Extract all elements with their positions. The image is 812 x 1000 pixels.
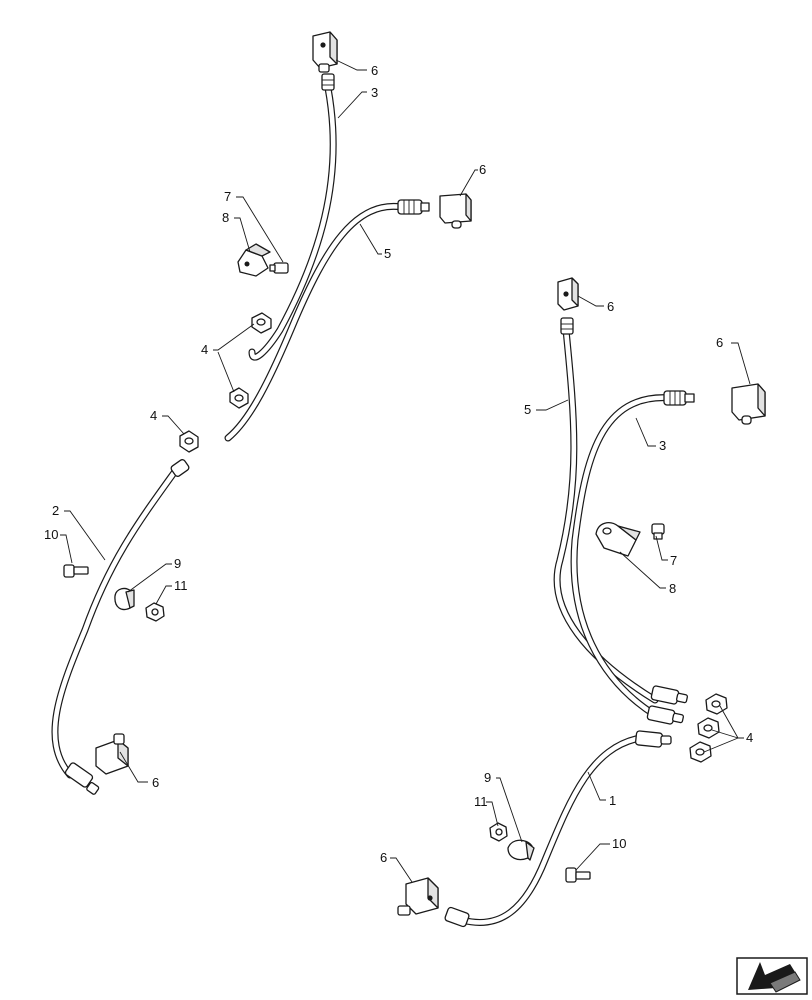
callout-right-11: 11	[474, 794, 488, 809]
callout-right-8: 8	[669, 581, 676, 596]
callout-right-5: 5	[524, 402, 531, 417]
callout-left-5: 5	[384, 246, 391, 261]
fitting-hose-1-right-end	[634, 730, 672, 748]
clamp-9-left	[114, 587, 135, 611]
nut-4-right-b	[697, 717, 720, 739]
nut-4-right-c	[689, 741, 712, 763]
callout-right-10: 10	[612, 836, 626, 851]
fitting-hose-3-right-bottom	[646, 705, 685, 725]
hose-2-left	[51, 466, 180, 779]
fitting-hose-2-bottom	[64, 762, 100, 795]
bolt-7-right	[651, 523, 665, 540]
callout-right-6-right: 6	[716, 335, 723, 350]
callout-left-2: 2	[52, 503, 59, 518]
callout-left-4-lower: 4	[150, 408, 157, 423]
right-assembly	[397, 277, 766, 928]
callout-right-1: 1	[609, 793, 616, 808]
nut-4-right-a	[705, 693, 728, 715]
nut-11-left	[145, 602, 165, 622]
clamp-9-right	[507, 839, 535, 861]
bolt-10-left	[63, 564, 89, 578]
hose-1-right	[458, 734, 644, 926]
callout-left-11: 11	[174, 578, 188, 593]
bolt-10-right	[565, 867, 591, 883]
callout-left-3-top: 3	[371, 85, 378, 100]
callout-left-4-upper: 4	[201, 342, 208, 357]
connector-block-6-top-right	[557, 277, 579, 311]
callout-left-8: 8	[222, 210, 229, 225]
callout-right-7: 7	[670, 553, 677, 568]
connector-block-6-right	[439, 193, 472, 229]
bolt-7-left	[269, 262, 289, 274]
callout-labels: 6 3 6 7 8 5 4 4 2 10 9 11 6 6 6 5 3 7 8 …	[44, 63, 753, 865]
nut-11-right	[489, 822, 508, 842]
arrow-left-down-icon[interactable]	[736, 957, 808, 995]
callout-left-10: 10	[44, 527, 58, 542]
callout-right-9: 9	[484, 770, 491, 785]
callout-right-4: 4	[746, 730, 753, 745]
hose-5-left	[224, 202, 406, 442]
fitting-hose-5-end	[397, 199, 430, 215]
nut-4-c	[179, 430, 199, 453]
clamp-8-right	[595, 522, 641, 557]
connector-block-6-right-far	[731, 383, 766, 425]
fitting-hose-1-bottom	[444, 906, 470, 928]
clamp-8-left	[237, 243, 271, 277]
leader-lines	[60, 59, 751, 883]
nut-4-b	[229, 387, 249, 409]
callout-left-6-right: 6	[479, 162, 486, 177]
nut-4-a	[251, 312, 272, 334]
fitting-hose-3-top	[321, 73, 335, 91]
callout-right-6-bottom: 6	[380, 850, 387, 865]
connector-block-6-top	[312, 31, 338, 73]
connector-block-6-bottom-right	[397, 877, 439, 916]
hose-5-right	[553, 326, 659, 704]
fitting-hose-5-right-top	[560, 317, 574, 335]
callout-left-7: 7	[224, 189, 231, 204]
fitting-hose-2-top	[170, 459, 190, 477]
hose-3-right	[570, 394, 676, 719]
connector-block-6-bottom-left	[95, 733, 129, 775]
left-assembly	[51, 31, 472, 795]
hose-3-left	[248, 84, 337, 361]
callout-left-9: 9	[174, 556, 181, 571]
callout-left-6-top: 6	[371, 63, 378, 78]
callout-right-6-top: 6	[607, 299, 614, 314]
callout-left-6-bottom: 6	[152, 775, 159, 790]
fitting-hose-5-right-end	[650, 685, 689, 705]
callout-right-3: 3	[659, 438, 666, 453]
fitting-hose-3-right-end	[663, 390, 695, 406]
